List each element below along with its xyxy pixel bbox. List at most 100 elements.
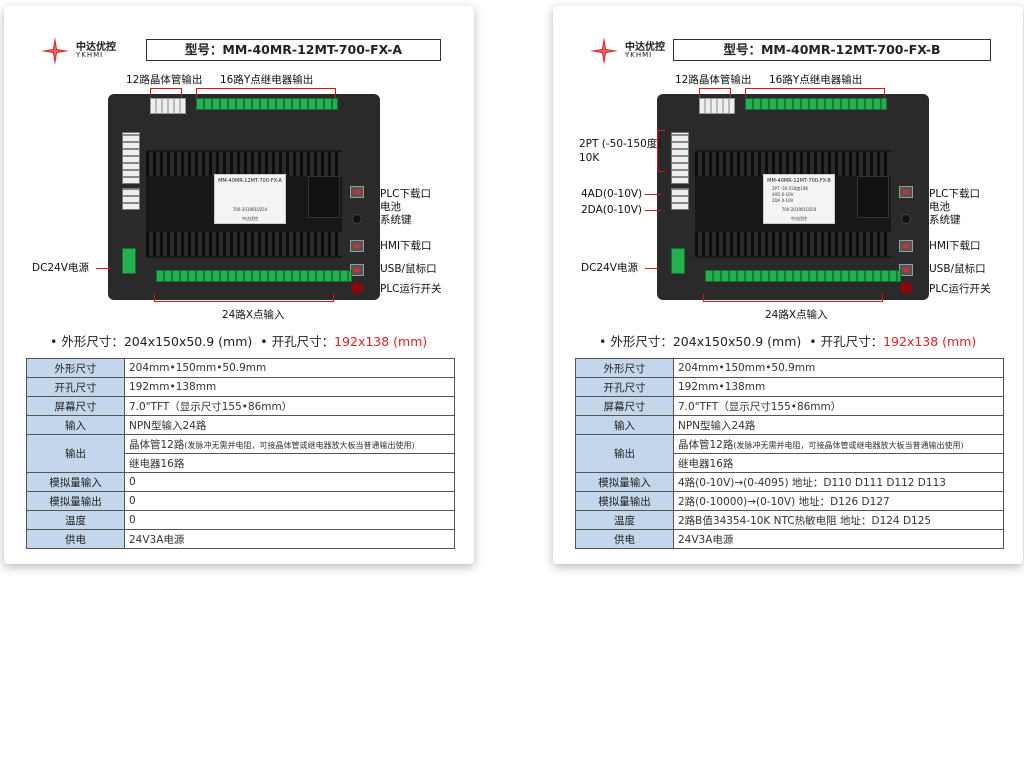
row-value: 晶体管12路(发脉冲无需并电阻，可接晶体管或继电器放大板当普通输出使用) — [673, 434, 1004, 454]
sticker-model: MM-40MR-12MT-700-FX-A — [218, 178, 282, 184]
pointer-dc24v — [645, 268, 659, 269]
row-value: 204mm•150mm•50.9mm — [124, 358, 455, 378]
row-value: 204mm•150mm•50.9mm — [673, 358, 1004, 378]
hmi-download-port — [350, 240, 364, 252]
cutout-value: 192x138 (mm) — [334, 334, 428, 349]
led-strip — [699, 98, 735, 114]
plc-board: MM-40MR-12MT-700-FX-A 700-2019010254 中达优… — [108, 94, 380, 300]
side-connector — [122, 188, 140, 210]
bracket-pt — [657, 130, 665, 172]
plc-run-switch — [900, 282, 912, 294]
usb-port — [899, 264, 913, 276]
label-plc-switch: PLC运行开关 — [929, 283, 991, 295]
vent-bottom — [146, 232, 342, 256]
dimensions-line: • 外形尺寸：204x150x50.9 (mm) • 开孔尺寸：192x138 … — [50, 331, 427, 350]
product-card-b: 中达优控 YKHMI 型号：MM-40MR-12MT-700-FX-B MM-4… — [553, 6, 1023, 564]
row-key: 外形尺寸 — [26, 358, 125, 378]
outer-size: • 外形尺寸：204x150x50.9 (mm) — [599, 334, 802, 349]
model-title: 型号：MM-40MR-12MT-700-FX-A — [146, 39, 441, 61]
plc-download-port — [350, 186, 364, 198]
outer-size: • 外形尺寸：204x150x50.9 (mm) — [50, 334, 253, 349]
row-key: 模拟量输出 — [26, 491, 125, 511]
row-value: 192mm•138mm — [124, 377, 455, 397]
output-transistor: 晶体管12路 — [678, 438, 734, 451]
label-relay-out: 16路Y点继电器输出 — [220, 74, 314, 86]
row-value: 4路(0-10V)→(0-4095) 地址：D110 D111 D112 D11… — [673, 472, 1004, 492]
row-value: 24V3A电源 — [673, 529, 1004, 549]
label-plc-switch: PLC运行开关 — [380, 283, 442, 295]
system-key-button — [352, 214, 362, 224]
label-da: 2DA(0-10V) — [581, 204, 642, 216]
bracket-relay — [745, 88, 885, 98]
pointer-ad — [645, 194, 661, 195]
row-value: 24V3A电源 — [124, 529, 455, 549]
row-key: 输出 — [575, 434, 674, 473]
bracket-transistor — [150, 88, 182, 98]
bracket-x-input — [703, 294, 883, 302]
label-x-input: 24路X点输入 — [222, 309, 285, 321]
row-key: 模拟量输入 — [26, 472, 125, 492]
sticker-line-da: 2DA 0-10V — [772, 198, 794, 203]
row-value: 晶体管12路(发脉冲无需并电阻，可接晶体管或继电器放大板当普通输出使用) — [124, 434, 455, 454]
relay-terminal-block — [745, 98, 887, 110]
sticker-line-ad: 4AD 0-10V — [772, 192, 794, 197]
row-value: 0 — [124, 491, 455, 511]
side-terminal-block — [122, 132, 140, 184]
input-terminal-block — [156, 270, 352, 282]
row-key: 温度 — [26, 510, 125, 530]
label-transistor-out: 12路晶体管输出 — [126, 74, 203, 86]
hmi-download-port — [899, 240, 913, 252]
row-key: 屏幕尺寸 — [575, 396, 674, 416]
row-key: 开孔尺寸 — [26, 377, 125, 397]
row-value: 2路(0-10000)→(0-10V) 地址：D126 D127 — [673, 491, 1004, 511]
label-pt: 2PT (-50-150度) — [579, 138, 662, 150]
dc24v-terminal — [122, 248, 136, 274]
vent-top — [146, 152, 342, 176]
table-row: 继电器16路 — [576, 453, 1004, 473]
label-battery: 电池 — [380, 201, 401, 213]
model-title: 型号：MM-40MR-12MT-700-FX-B — [673, 39, 991, 61]
row-value: 0 — [124, 472, 455, 492]
plc-download-port — [899, 186, 913, 198]
output-note: (发脉冲无需并电阻，可接晶体管或继电器放大板当普通输出使用) — [184, 440, 415, 450]
row-key: 模拟量输出 — [575, 491, 674, 511]
plc-device-image: MM-40MR-12MT-700-FX-A 700-2019010254 中达优… — [108, 94, 380, 300]
brand-name-en: YKHMI — [76, 51, 104, 59]
output-relay: 继电器16路 — [124, 453, 455, 473]
vent-top — [695, 152, 891, 176]
vent-bottom — [695, 232, 891, 256]
output-relay: 继电器16路 — [673, 453, 1004, 473]
table-row: 继电器16路 — [27, 453, 455, 473]
cutout-label: • 开孔尺寸： — [260, 334, 335, 349]
output-transistor: 晶体管12路 — [129, 438, 185, 451]
brand-name-cn: 中达优控 — [625, 42, 665, 53]
row-key: 屏幕尺寸 — [26, 396, 125, 416]
table-row: 输出 晶体管12路(发脉冲无需并电阻，可接晶体管或继电器放大板当普通输出使用) — [26, 434, 455, 473]
row-value: 7.0"TFT（显示尺寸155•86mm） — [124, 396, 455, 416]
row-value: NPN型输入24路 — [124, 415, 455, 435]
label-usb: USB/鼠标口 — [380, 263, 437, 275]
brand-logo: 中达优控 YKHMI — [589, 36, 679, 66]
dc24v-terminal — [671, 248, 685, 274]
label-battery: 电池 — [929, 201, 950, 213]
plc-board: MM-40MR-12MT-700-FX-B 2PT -50-150度10K 4A… — [657, 94, 929, 300]
plc-run-switch — [351, 282, 363, 294]
sticker-serial: 700-2019010254 — [781, 207, 817, 212]
plc-device-image: MM-40MR-12MT-700-FX-B 2PT -50-150度10K 4A… — [657, 94, 929, 300]
battery-slot — [308, 176, 340, 218]
table-row: 输出 晶体管12路(发脉冲无需并电阻，可接晶体管或继电器放大板当普通输出使用) — [575, 434, 1004, 473]
sticker-model: MM-40MR-12MT-700-FX-B — [767, 178, 831, 184]
row-value: 192mm•138mm — [673, 377, 1004, 397]
brand-name-en: YKHMI — [625, 51, 653, 59]
sticker-serial: 700-2019010254 — [232, 207, 268, 212]
